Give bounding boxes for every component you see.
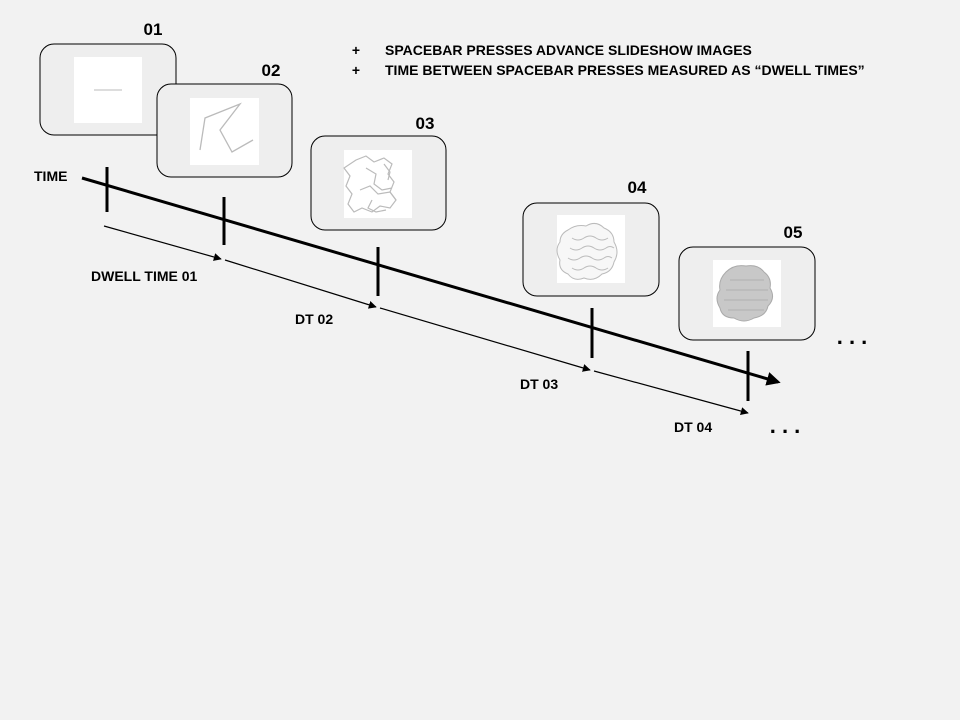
dwell-arrow-4 bbox=[593, 370, 749, 415]
slide-05-number: 05 bbox=[784, 223, 803, 242]
note-text-1: SPACEBAR PRESSES ADVANCE SLIDESHOW IMAGE… bbox=[385, 42, 752, 58]
slide-04-number: 04 bbox=[628, 178, 647, 197]
notes: + SPACEBAR PRESSES ADVANCE SLIDESHOW IMA… bbox=[352, 42, 865, 78]
slide-05-pattern bbox=[716, 265, 774, 322]
slide-03-number: 03 bbox=[416, 114, 435, 133]
slide-04-pattern bbox=[556, 222, 618, 280]
slide-02-number: 02 bbox=[262, 61, 281, 80]
note-bullet-2: + bbox=[352, 62, 360, 78]
slide-03: 03 bbox=[310, 114, 447, 231]
dwell-arrow-2 bbox=[224, 259, 377, 309]
slide-04: 04 bbox=[522, 178, 660, 297]
timeline: TIME bbox=[34, 167, 781, 401]
slide-02-pattern bbox=[199, 102, 254, 153]
slide-02-image bbox=[190, 98, 259, 165]
slide-02: 02 bbox=[156, 61, 293, 178]
dwell-label-3: DT 03 bbox=[520, 376, 558, 392]
dwell-continuation-ellipsis: . . . bbox=[770, 413, 801, 438]
dwell-arrow-1 bbox=[103, 225, 222, 261]
slide-03-pattern bbox=[343, 155, 397, 213]
dwell-label-2: DT 02 bbox=[295, 311, 333, 327]
dwell-label-4: DT 04 bbox=[674, 419, 712, 435]
dwell-intervals: DWELL TIME 01 DT 02 DT 03 DT 04 bbox=[91, 225, 749, 435]
timeline-label: TIME bbox=[34, 168, 67, 184]
slide-01: 01 bbox=[39, 20, 177, 136]
timeline-arrow bbox=[81, 176, 781, 386]
slide-05: 05 bbox=[678, 223, 816, 341]
note-bullet-1: + bbox=[352, 42, 360, 58]
slides-continuation-ellipsis: . . . bbox=[837, 324, 868, 349]
dwell-arrow-3 bbox=[379, 307, 591, 372]
dwell-label-1: DWELL TIME 01 bbox=[91, 268, 198, 284]
slide-01-number: 01 bbox=[144, 20, 163, 39]
slide-03-image bbox=[344, 150, 412, 218]
note-text-2: TIME BETWEEN SPACEBAR PRESSES MEASURED A… bbox=[385, 62, 865, 78]
